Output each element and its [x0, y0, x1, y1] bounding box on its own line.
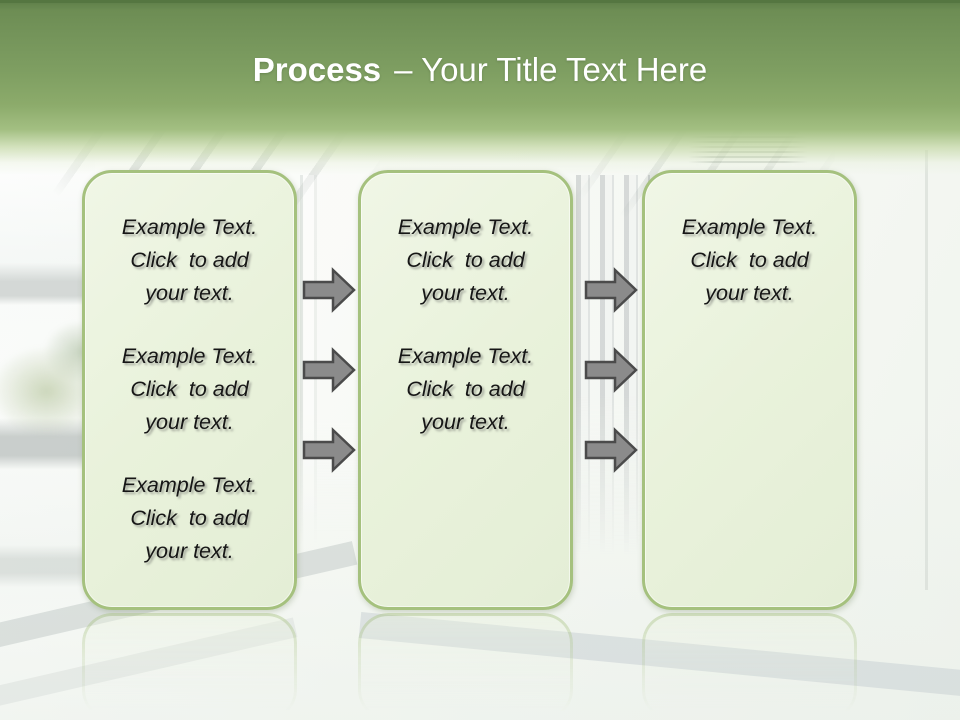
placeholder-text: Example Text. Click to add your text. [121, 473, 258, 563]
box-reflection [82, 613, 297, 720]
placeholder-text: Example Text. Click to add your text. [397, 215, 534, 305]
right-arrow-icon [302, 267, 356, 313]
page-title: Process – Your Title Text Here [0, 52, 960, 88]
background-pillar-edge [925, 150, 928, 590]
placeholder-text: Example Text. Click to add your text. [121, 215, 258, 305]
right-arrow-icon [584, 347, 638, 393]
placeholder-text: Example Text. Click to add your text. [397, 344, 534, 434]
placeholder-text: Example Text. Click to add your text. [681, 215, 818, 305]
right-arrow-icon [302, 347, 356, 393]
title-keyword: Process [252, 51, 382, 88]
process-box-1: Example Text. Click to add your text. Ex… [82, 170, 297, 610]
box-reflection [642, 613, 857, 720]
right-arrow-icon [584, 427, 638, 473]
title-bar [0, 0, 960, 175]
placeholder-text: Example Text. Click to add your text. [121, 344, 258, 434]
process-box-3: Example Text. Click to add your text. [642, 170, 857, 610]
right-arrow-icon [302, 427, 356, 473]
title-subtitle: – Your Title Text Here [394, 51, 708, 88]
right-arrow-icon [584, 267, 638, 313]
process-box-2: Example Text. Click to add your text. Ex… [358, 170, 573, 610]
slide-top-edge [0, 0, 960, 3]
box-reflection [358, 613, 573, 720]
